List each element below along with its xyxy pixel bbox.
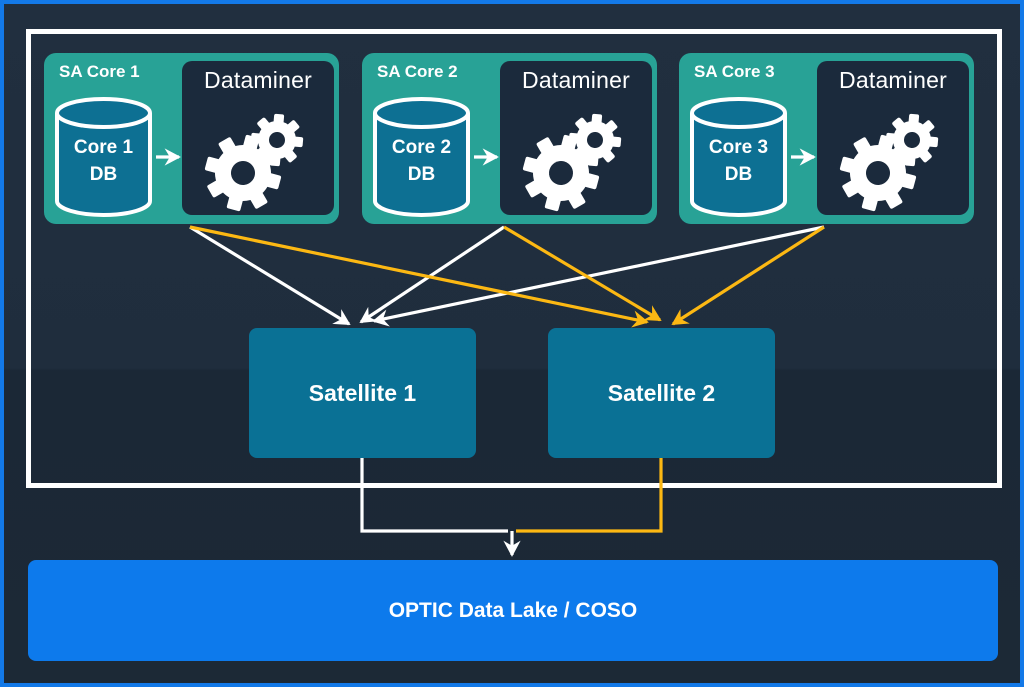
core-db-label-line1: Core 3 (708, 137, 769, 158)
database-cylinder-icon (55, 97, 152, 217)
sa-core-1-group: SA Core 1 Core 1 DB Dataminer (44, 53, 339, 224)
core-2-db-label: Core 2 DB (371, 134, 472, 188)
database-cylinder-icon (690, 97, 787, 217)
core-db-label-line2: DB (724, 164, 753, 185)
core-db-label-line1: Core 2 (391, 137, 452, 158)
optic-data-lake-box: OPTIC Data Lake / COSO (28, 560, 998, 661)
gears-icon (196, 111, 306, 215)
gears-icon (831, 111, 941, 215)
sa-core-1-label: SA Core 1 (59, 62, 140, 81)
dataminer-3-label: Dataminer (839, 67, 947, 93)
sa-core-3-label: SA Core 3 (694, 62, 775, 81)
satellite-1-box: Satellite 1 (249, 328, 476, 458)
satellite-2-box: Satellite 2 (548, 328, 775, 458)
core-3-db-node: Core 3 DB (688, 96, 789, 218)
core-2-db-node: Core 2 DB (371, 96, 472, 218)
dataminer-3-box: Dataminer (817, 61, 969, 215)
dataminer-2-box: Dataminer (500, 61, 652, 215)
dataminer-1-label: Dataminer (204, 67, 312, 93)
gears-icon (514, 111, 624, 215)
core-db-label-line1: Core 1 (73, 137, 134, 158)
core-systems-frame (26, 29, 1002, 488)
core-1-db-label: Core 1 DB (53, 134, 154, 188)
sa-core-2-label: SA Core 2 (377, 62, 458, 81)
optic-data-lake-label: OPTIC Data Lake / COSO (388, 598, 638, 622)
satellite-2-label: Satellite 2 (607, 379, 716, 406)
satellite-1-label: Satellite 1 (308, 379, 417, 406)
core-db-label-line2: DB (407, 164, 436, 185)
dataminer-2-label: Dataminer (522, 67, 630, 93)
database-cylinder-icon (373, 97, 470, 217)
dataminer-1-box: Dataminer (182, 61, 334, 215)
sa-core-3-group: SA Core 3 Core 3 DB Dataminer (679, 53, 974, 224)
core-db-label-line2: DB (89, 164, 118, 185)
core-3-db-label: Core 3 DB (688, 134, 789, 188)
sa-core-2-group: SA Core 2 Core 2 DB Dataminer (362, 53, 657, 224)
core-1-db-node: Core 1 DB (53, 96, 154, 218)
